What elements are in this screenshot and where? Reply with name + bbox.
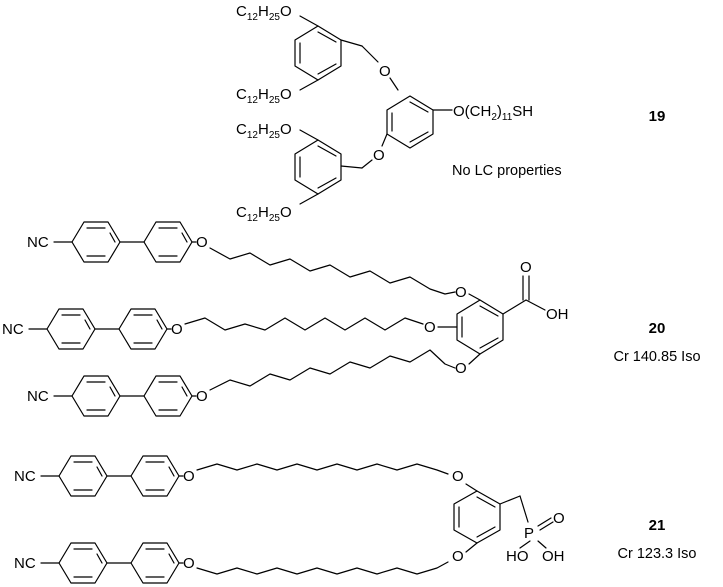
compound-21-structure: NC O NC — [14, 455, 565, 584]
biphenyl-arm-20a: NC O — [27, 221, 208, 263]
ether-oxygen-20b: O — [171, 321, 183, 338]
hydroxyl-label-21b: OH — [542, 548, 565, 565]
ether-oxygen-21c: O — [452, 468, 464, 485]
ring-20-core — [456, 299, 504, 355]
carbonyl-oxygen-20: O — [520, 259, 532, 276]
c12h25o-label-4: C12H25O — [236, 204, 292, 224]
biphenyl-arm-21a: NC O — [14, 455, 195, 497]
hydroxyl-label-21a: HO — [506, 548, 529, 565]
ether-oxygen-20e: O — [424, 319, 436, 336]
biphenyl-arm-20c: NC O — [27, 375, 208, 417]
compound-21-number: 21 — [649, 517, 666, 534]
ring-19-upper-left — [294, 25, 342, 81]
phosphoryl-oxygen: O — [553, 510, 565, 527]
ether-oxygen-21d: O — [452, 548, 464, 565]
compound-19-number: 19 — [649, 108, 666, 125]
ether-oxygen-21b: O — [183, 555, 195, 572]
nitrile-label-21a: NC — [14, 468, 36, 485]
hydroxyl-label-20: OH — [546, 306, 569, 323]
c12h25o-label-2: C12H25O — [236, 86, 292, 106]
c12h25o-label-1: C12H25O — [236, 3, 292, 23]
c12h25o-label-3: C12H25O — [236, 121, 292, 141]
ring-19-center — [386, 95, 434, 149]
compound-20-number: 20 — [649, 320, 666, 337]
ring-19-lower-left — [294, 139, 342, 195]
compound-19-structure: C12H25O C12H25O C12H25O C12H25O O O O(CH… — [236, 3, 533, 224]
ether-oxygen-19a: O — [379, 63, 391, 80]
compound-19-properties: No LC properties — [452, 163, 562, 179]
ether-oxygen-20c: O — [196, 388, 208, 405]
ether-oxygen-20d: O — [455, 284, 467, 301]
compound-21-properties: Cr 123.3 Iso — [618, 546, 697, 562]
nitrile-label-21b: NC — [14, 555, 36, 572]
thiol-chain-label: O(CH2)11SH — [453, 103, 533, 123]
biphenyl-arm-21b: NC O — [14, 542, 195, 584]
ether-oxygen-20f: O — [455, 360, 467, 377]
nitrile-label-20a: NC — [27, 234, 49, 251]
ether-oxygen-21a: O — [183, 468, 195, 485]
compound-20-structure: NC O NC — [2, 221, 569, 417]
nitrile-label-20c: NC — [27, 388, 49, 405]
ether-oxygen-20a: O — [196, 234, 208, 251]
ring-21-core — [453, 490, 501, 544]
compound-20-properties: Cr 140.85 Iso — [613, 349, 700, 365]
phosphorus-label: P — [524, 525, 534, 542]
ether-oxygen-19b: O — [373, 147, 385, 164]
biphenyl-arm-20b: NC O — [2, 308, 183, 350]
nitrile-label-20b: NC — [2, 321, 24, 338]
